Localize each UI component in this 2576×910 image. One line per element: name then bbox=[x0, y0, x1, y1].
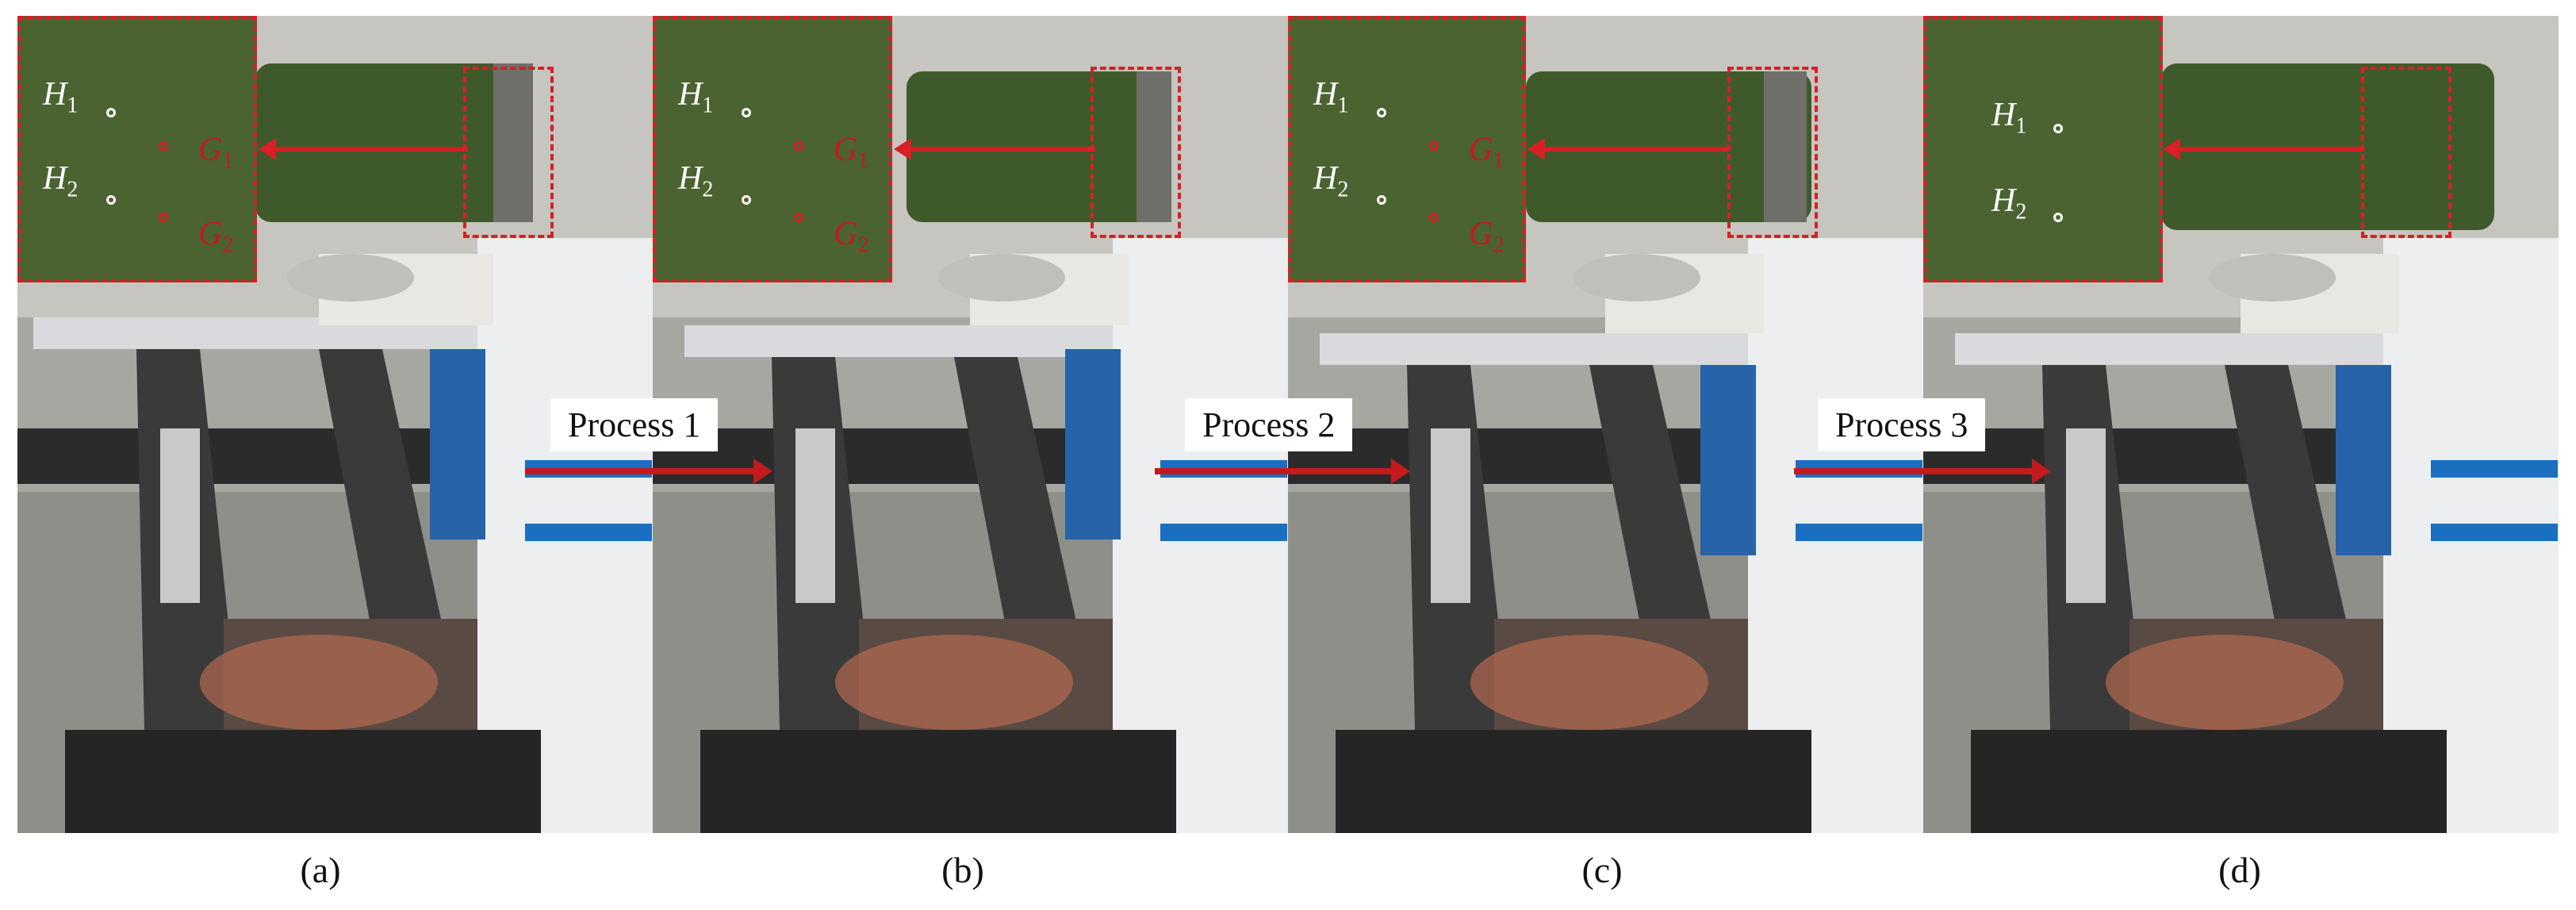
panel-a: H1 H2 G1 G2 bbox=[17, 16, 653, 833]
process-2-label: Process 2 bbox=[1185, 398, 1353, 451]
panel-b-photo bbox=[653, 16, 1288, 833]
caption-a: (a) bbox=[300, 850, 341, 890]
g2-label: G2 bbox=[1469, 216, 1505, 258]
direction-arrow bbox=[2163, 138, 2364, 160]
caption-b: (b) bbox=[941, 850, 984, 890]
direction-arrow bbox=[1528, 138, 1731, 160]
direction-arrow bbox=[259, 138, 468, 160]
zoom-region-box bbox=[1091, 67, 1181, 238]
process-2-arrow bbox=[1155, 459, 1410, 484]
panel-c: H1 H2 G1 G2 bbox=[1288, 16, 1923, 833]
h1-label: H1 bbox=[1313, 76, 1349, 118]
process-3-arrow bbox=[1794, 459, 2051, 484]
zoom-inset bbox=[1923, 16, 2163, 282]
process-1-label: Process 1 bbox=[550, 398, 719, 451]
h1-marker bbox=[106, 108, 116, 117]
h2-label: H2 bbox=[678, 160, 714, 202]
g2-marker bbox=[794, 213, 803, 222]
zoom-inset bbox=[17, 16, 257, 282]
h2-marker bbox=[2053, 213, 2063, 222]
g2-label: G2 bbox=[198, 216, 234, 258]
h1-marker bbox=[1377, 108, 1386, 117]
h2-marker bbox=[1377, 195, 1386, 205]
g1-label: G1 bbox=[198, 132, 234, 174]
h2-label: H2 bbox=[1991, 182, 2027, 225]
h1-label: H1 bbox=[43, 76, 79, 118]
panel-c-photo bbox=[1288, 16, 1923, 833]
h2-marker bbox=[742, 195, 751, 205]
process-3-label: Process 3 bbox=[1818, 398, 1986, 451]
h2-label: H2 bbox=[1313, 160, 1349, 202]
photo-sequence: H1 H2 G1 G2 bbox=[17, 16, 2559, 833]
h2-marker bbox=[106, 195, 116, 205]
h1-label: H1 bbox=[1991, 97, 2027, 139]
panel-b: H1 H2 G1 G2 bbox=[653, 16, 1288, 833]
h2-label: H2 bbox=[43, 160, 79, 202]
process-1-arrow bbox=[525, 459, 772, 484]
panel-a-photo bbox=[17, 16, 653, 833]
zoom-inset bbox=[1288, 16, 1526, 282]
g2-marker bbox=[159, 213, 168, 222]
zoom-region-box bbox=[1727, 67, 1818, 238]
g1-marker bbox=[1429, 141, 1439, 151]
g1-label: G1 bbox=[834, 132, 869, 174]
g1-label: G1 bbox=[1469, 132, 1505, 174]
caption-d: (d) bbox=[2218, 850, 2261, 890]
g1-marker bbox=[159, 141, 168, 151]
caption-c: (c) bbox=[1581, 850, 1623, 890]
g2-label: G2 bbox=[834, 216, 869, 258]
zoom-region-box bbox=[463, 67, 554, 238]
panel-d-photo bbox=[1923, 16, 2559, 833]
panel-d: H1 H2 bbox=[1923, 16, 2559, 833]
g1-marker bbox=[794, 141, 803, 151]
h1-label: H1 bbox=[678, 76, 714, 118]
h1-marker bbox=[742, 108, 751, 117]
zoom-region-box bbox=[2361, 67, 2451, 238]
direction-arrow bbox=[894, 138, 1095, 160]
zoom-inset bbox=[653, 16, 892, 282]
g2-marker bbox=[1429, 213, 1439, 222]
h1-marker bbox=[2053, 124, 2063, 133]
